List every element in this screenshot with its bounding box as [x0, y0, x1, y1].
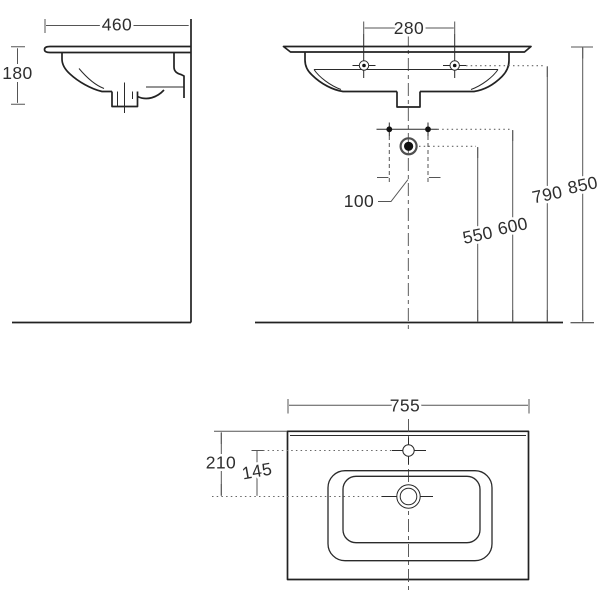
- top-depth-dim-label: 210: [206, 453, 236, 473]
- fixing-holes-dashed-extensions: [388, 136, 429, 182]
- side-bowl-front-outline: [61, 52, 112, 93]
- tap-hole-right-center-dot: [452, 63, 457, 68]
- side-rim-outline: [43, 45, 191, 54]
- front-bowl-inner-lines: [313, 69, 499, 90]
- waste-outlet-center: [404, 141, 414, 151]
- fixing-hole-right-dot: [425, 126, 431, 133]
- front-body-outline: [304, 52, 510, 93]
- tap-hole-left-center-dot: [362, 63, 366, 68]
- top-width-extension-ticks: [287, 399, 530, 414]
- top-view: 755 210 145: [203, 393, 530, 591]
- fixing-spacing-leader-line: [378, 179, 409, 202]
- side-bowl-inner-line: [78, 68, 105, 89]
- top-basin-outer-outline: [327, 470, 493, 562]
- tap-spacing-extension-ticks: [363, 21, 456, 34]
- side-drain-trap-inner-lines: [117, 91, 133, 107]
- tap-hole-vertical-crosshairs: [363, 34, 456, 78]
- waste-height-dim-label: 550: [461, 222, 495, 248]
- side-back-body-outline: [173, 52, 185, 98]
- tap-spacing-dim-label: 280: [394, 18, 424, 38]
- fixing-hole-left-dot: [386, 126, 393, 133]
- top-setback-dim-label: 145: [240, 459, 273, 484]
- front-drain-protrusion: [396, 91, 421, 108]
- fixing-spacing-dim-label: 100: [344, 191, 374, 211]
- fixing-height-dim-label: 600: [496, 213, 530, 239]
- side-outflow-arrow: [137, 89, 165, 100]
- waste-outlet-ring: [399, 137, 418, 156]
- side-view: 460 180: [0, 12, 192, 324]
- front-rim-outline: [282, 45, 532, 53]
- top-basin-inner-outline: [342, 475, 481, 544]
- front-view: 280 100 550 600 790: [255, 16, 600, 331]
- side-height-dim-label: 180: [2, 63, 32, 83]
- top-tap-hole-icon: [402, 444, 415, 457]
- side-width-dim-label: 460: [102, 15, 132, 35]
- top-width-dim-label: 755: [390, 396, 420, 416]
- tap-height-dim-label: 790: [530, 182, 564, 208]
- top-waste-inner-circle: [399, 487, 418, 506]
- side-height-extension-ticks: [11, 46, 25, 105]
- overall-height-dim-label: 850: [566, 172, 600, 198]
